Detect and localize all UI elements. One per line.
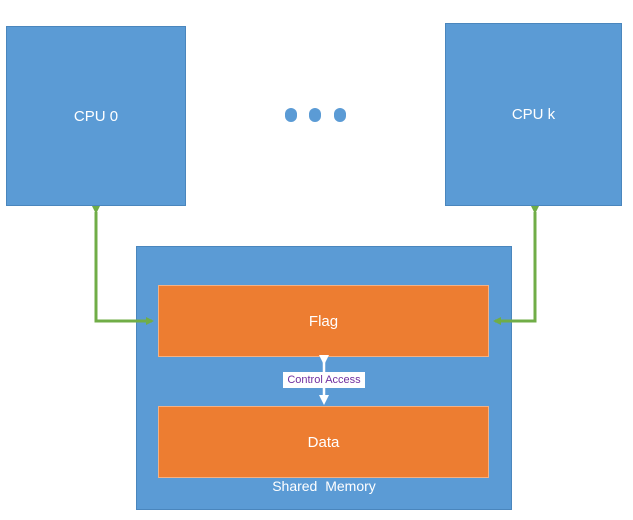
cpu-k-label: CPU k [511,106,556,123]
control-access-label: Control Access [283,372,365,388]
data-region: Data [158,406,489,478]
shared-memory-label: Shared Memory [272,478,376,494]
cpu-0-label: CPU 0 [73,107,119,125]
ellipsis-dot [309,108,321,122]
cpu-0-box: CPU 0 [6,26,186,206]
data-label: Data [307,433,340,451]
flag-region: Flag [158,285,489,357]
cpu-k-box: CPU k [445,23,622,206]
ellipsis-dot [334,108,346,122]
ellipsis-dots [280,108,350,124]
ellipsis-dot [285,108,297,122]
flag-label: Flag [308,312,339,330]
